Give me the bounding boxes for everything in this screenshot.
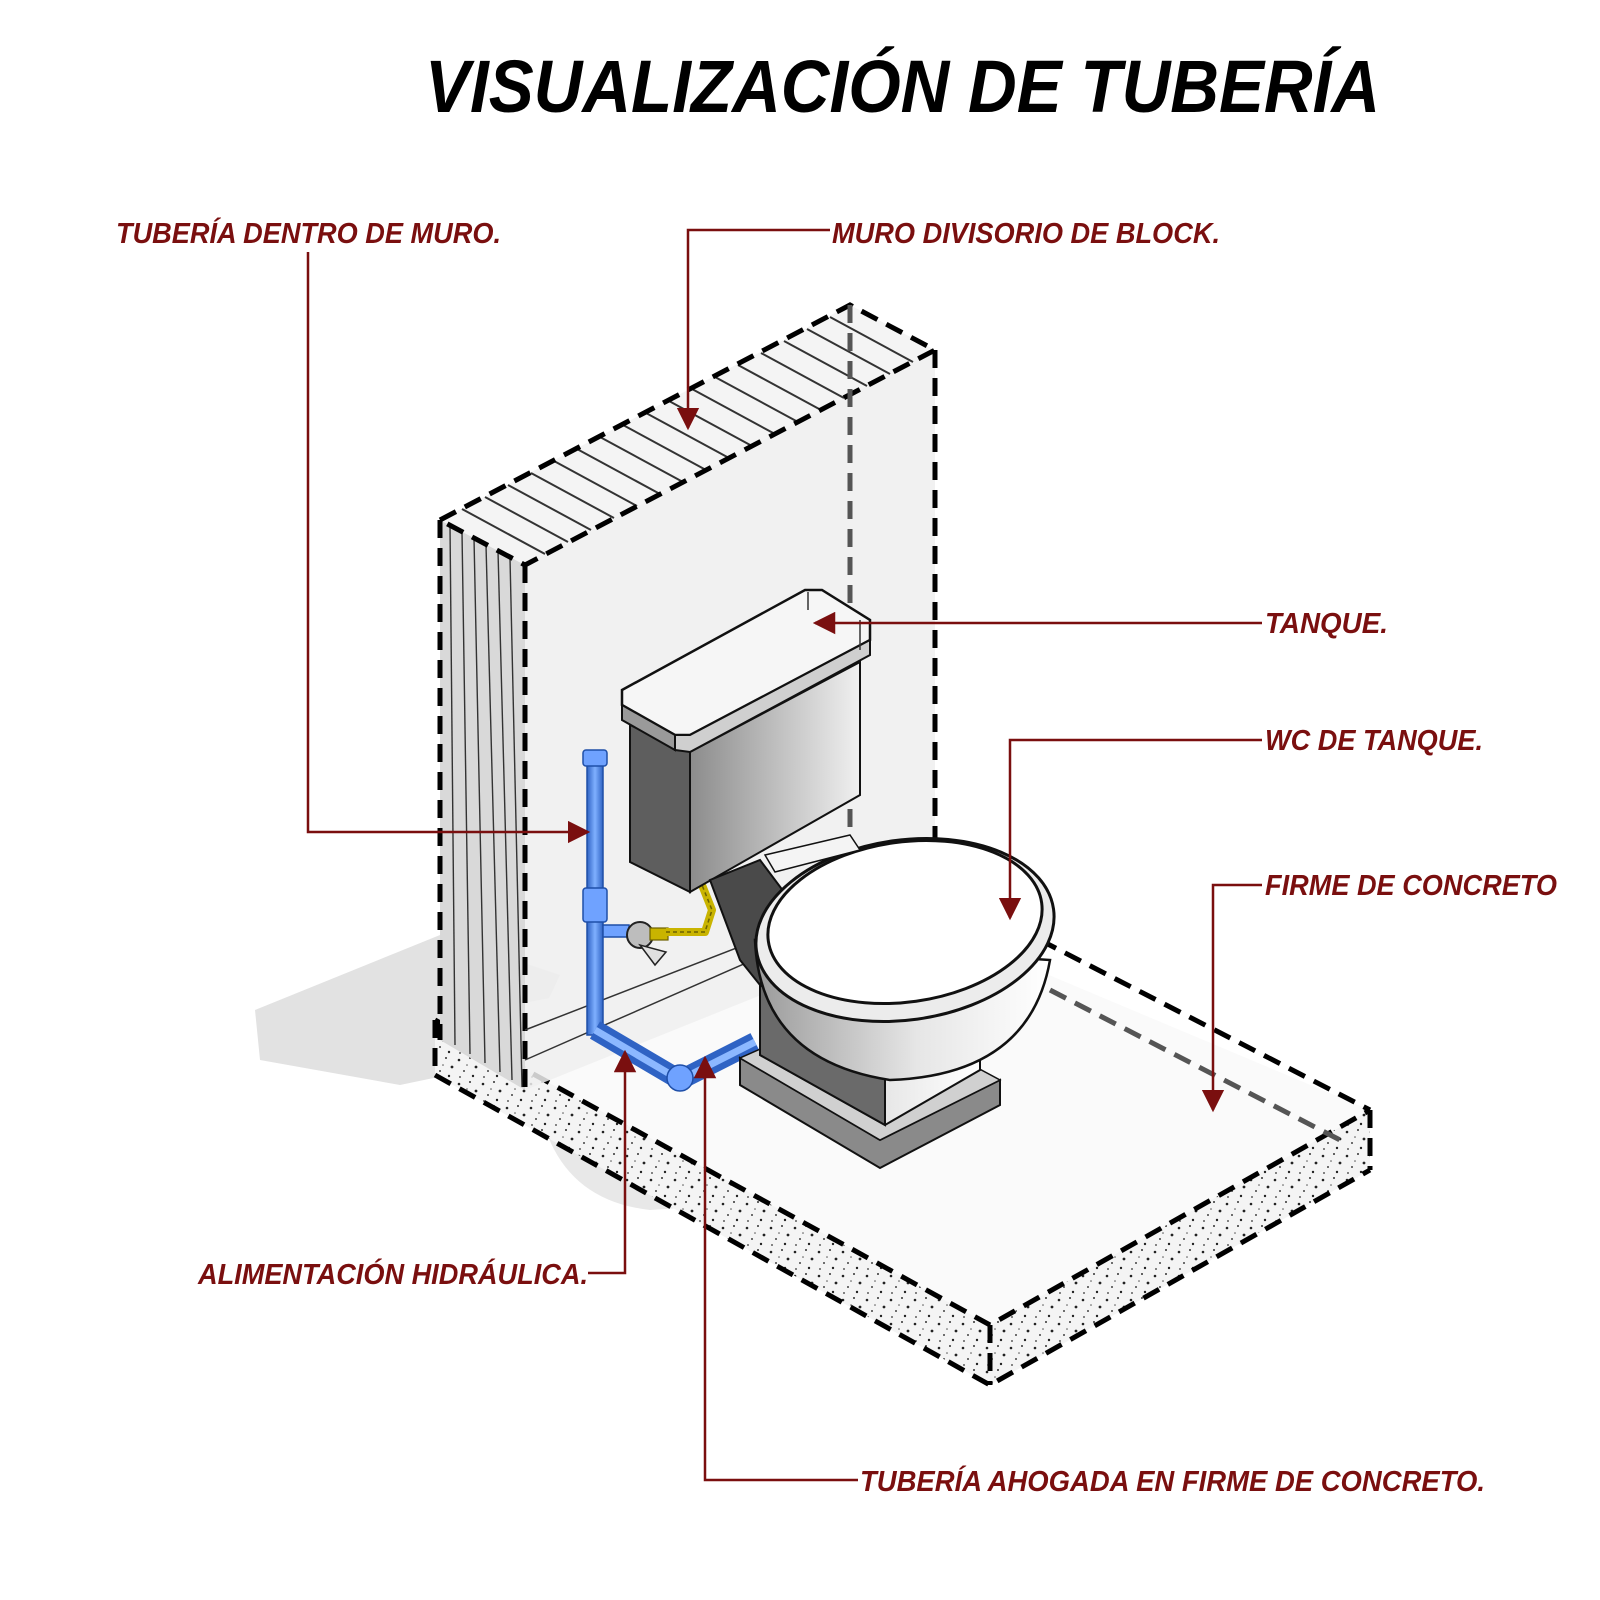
callout-slab: FIRME DE CONCRETO xyxy=(1265,870,1557,902)
toilet-bowl xyxy=(708,834,1056,1170)
callout-block-wall: MURO DIVISORIO DE BLOCK. xyxy=(832,218,1220,250)
leader-water-supply xyxy=(588,1049,637,1275)
callout-tank: TANQUE. xyxy=(1265,608,1388,640)
leader-slab xyxy=(1201,883,1262,1113)
page-title: VISUALIZACIÓN DE TUBERÍA xyxy=(425,45,1380,128)
leader-wc xyxy=(998,738,1262,921)
callout-pipe-in-wall: TUBERÍA DENTRO DE MURO. xyxy=(116,217,501,250)
callout-embedded-pipe: TUBERÍA AHOGADA EN FIRME DE CONCRETO. xyxy=(860,1465,1485,1498)
supply-valve xyxy=(626,921,669,967)
toilet-tank xyxy=(620,588,872,894)
leader-pipe-in-wall xyxy=(306,252,591,844)
callout-wc: WC DE TANQUE. xyxy=(1265,725,1483,757)
leader-embedded-pipe xyxy=(693,1055,858,1482)
leader-block-wall xyxy=(676,228,830,431)
embedded-drain-pipe xyxy=(582,749,760,1092)
callout-leaders xyxy=(306,228,1262,1482)
callout-water-supply: ALIMENTACIÓN HIDRÁULICA. xyxy=(197,1257,588,1291)
